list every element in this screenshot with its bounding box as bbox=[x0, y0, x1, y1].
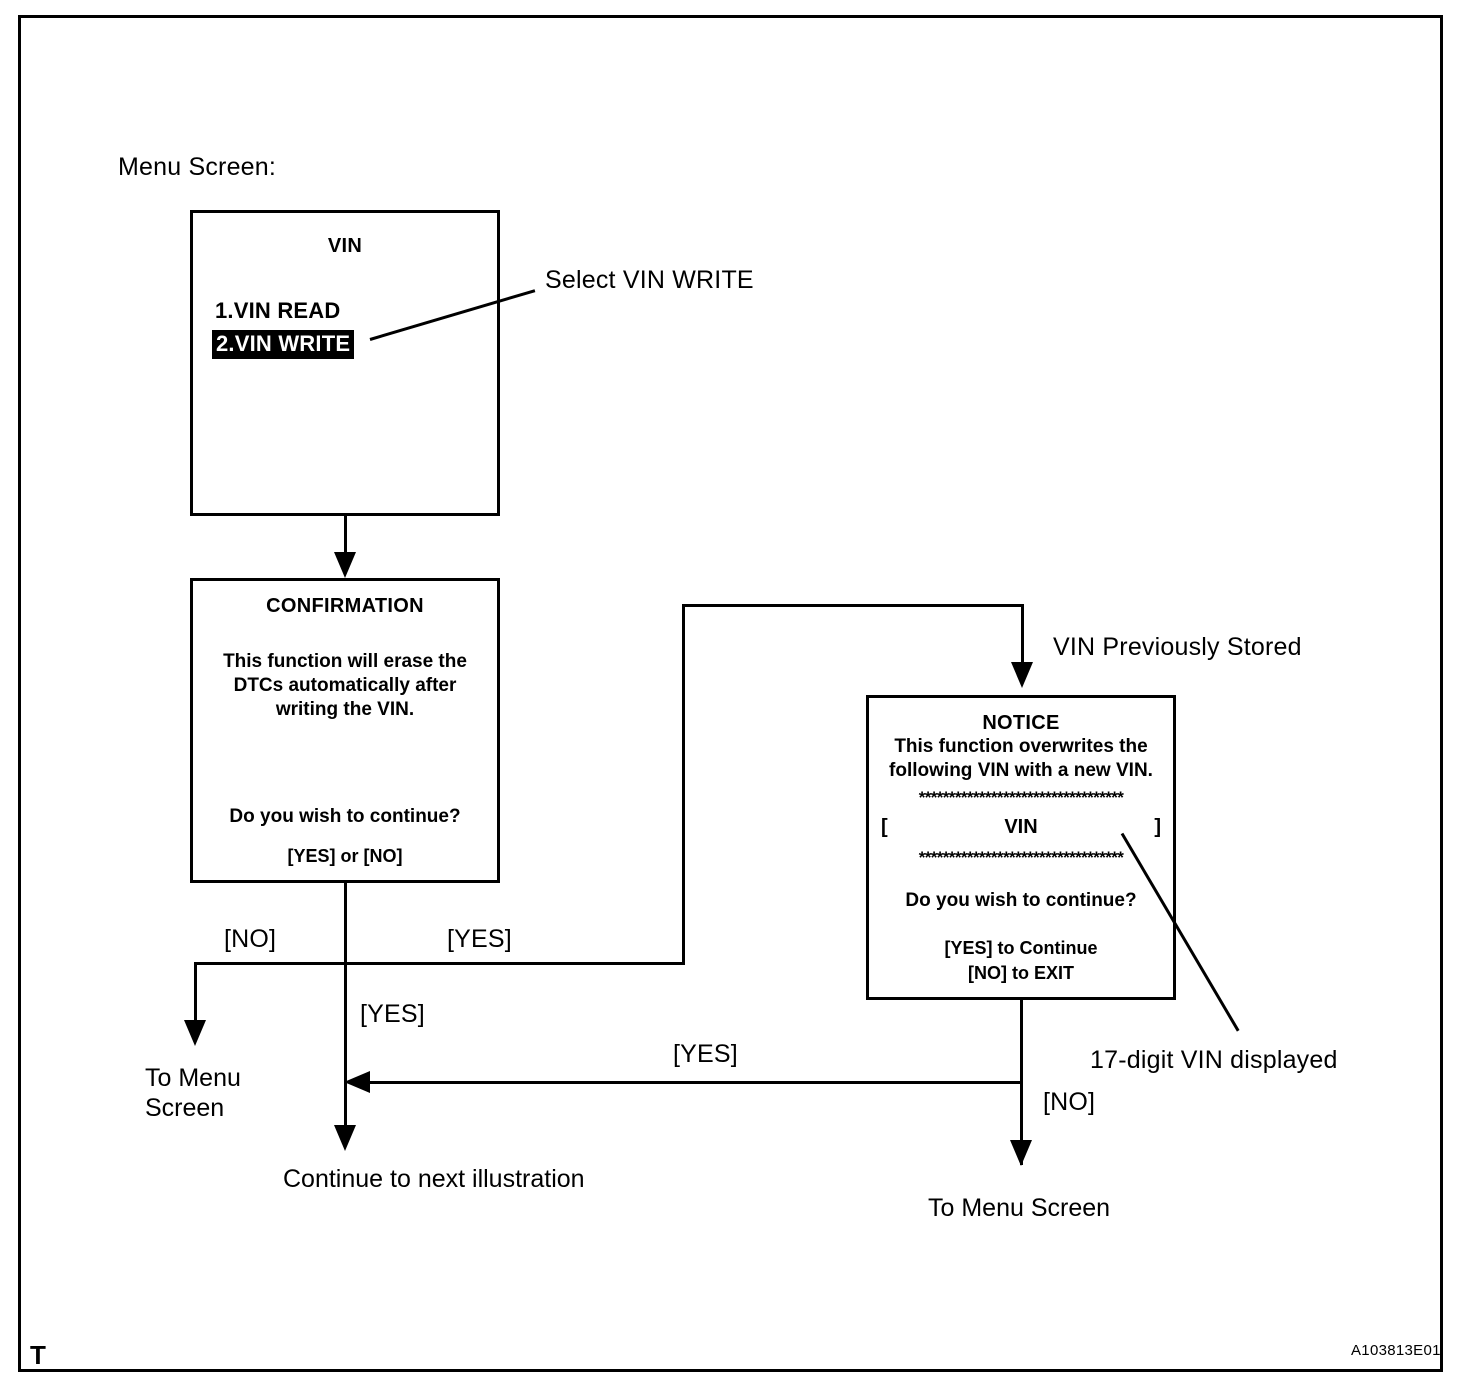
screen-confirmation: CONFIRMATION This function will erase th… bbox=[190, 578, 500, 883]
arrowhead-no-to-menu bbox=[184, 1020, 206, 1046]
figure-code: A103813E01 bbox=[1351, 1342, 1441, 1359]
arrowhead-yes-to-continue bbox=[334, 1125, 356, 1151]
annotation-17-digit-vin: 17-digit VIN displayed bbox=[1090, 1046, 1338, 1074]
confirmation-body-line-3: writing the VIN. bbox=[275, 699, 415, 720]
terminator-to-menu-screen-left-line2: Screen bbox=[145, 1094, 225, 1122]
confirmation-body-line-1: This function will erase the bbox=[223, 651, 467, 672]
branch-label-confirm-yes-right: [YES] bbox=[447, 925, 512, 953]
vin-field-left-bracket: [ bbox=[881, 816, 888, 838]
arrowhead-notice-yes bbox=[344, 1071, 370, 1093]
branch-label-notice-no: [NO] bbox=[1043, 1088, 1096, 1116]
terminator-to-menu-screen-right: To Menu Screen bbox=[928, 1194, 1111, 1222]
notice-title: NOTICE bbox=[982, 712, 1060, 734]
connector-into-notice bbox=[1021, 604, 1024, 666]
connector-yes-top-run bbox=[682, 604, 1024, 607]
notice-vin-field: [ VIN ] bbox=[869, 816, 1173, 839]
notice-question: Do you wish to continue? bbox=[905, 890, 1137, 911]
branch-label-notice-yes: [YES] bbox=[673, 1040, 738, 1068]
arrowhead-notice-no bbox=[1010, 1140, 1032, 1166]
notice-separator-bottom: ********************************** bbox=[918, 848, 1124, 867]
connector-yes-to-continue bbox=[344, 962, 347, 1137]
corner-mark-t: T bbox=[30, 1340, 46, 1370]
connector-no-to-menu bbox=[194, 962, 197, 1024]
vin-menu-title: VIN bbox=[327, 235, 363, 257]
connector-confirmation-split-bar bbox=[194, 962, 685, 965]
connector-confirmation-stem bbox=[344, 883, 347, 965]
screen-notice: NOTICE This function overwrites the foll… bbox=[866, 695, 1176, 1000]
page-border bbox=[18, 15, 1443, 1372]
vin-field-right-bracket: ] bbox=[1154, 816, 1161, 838]
annotation-vin-previously-stored: VIN Previously Stored bbox=[1053, 633, 1302, 661]
terminator-continue-next-illustration: Continue to next illustration bbox=[283, 1165, 585, 1193]
connector-yes-riser bbox=[682, 604, 685, 964]
annotation-select-vin-write: Select VIN WRITE bbox=[545, 266, 754, 294]
confirmation-title: CONFIRMATION bbox=[266, 595, 424, 617]
confirmation-answers: [YES] or [NO] bbox=[287, 846, 403, 866]
screen-vin-menu: VIN 1.VIN READ 2.VIN WRITE bbox=[190, 210, 500, 516]
notice-separator-top: ********************************** bbox=[918, 788, 1124, 807]
vin-field-value: VIN bbox=[1004, 816, 1038, 838]
connector-vin-to-confirmation bbox=[344, 516, 347, 558]
menu-item-vin-write[interactable]: 2.VIN WRITE bbox=[212, 330, 355, 359]
confirmation-question: Do you wish to continue? bbox=[229, 806, 461, 827]
arrowhead-into-notice bbox=[1011, 662, 1033, 688]
notice-body-line-2: following VIN with a new VIN. bbox=[889, 760, 1153, 781]
menu-item-vin-read[interactable]: 1.VIN READ bbox=[215, 298, 341, 323]
arrowhead-vin-to-confirmation bbox=[334, 552, 356, 578]
notice-answer-yes: [YES] to Continue bbox=[944, 938, 1098, 958]
notice-body-line-1: This function overwrites the bbox=[894, 736, 1148, 757]
notice-answer-no: [NO] to EXIT bbox=[968, 963, 1074, 983]
terminator-to-menu-screen-left-line1: To Menu bbox=[145, 1064, 241, 1092]
connector-notice-yes-run bbox=[362, 1081, 1022, 1084]
confirmation-body-line-2: DTCs automatically after bbox=[233, 675, 457, 696]
branch-label-confirm-yes-down: [YES] bbox=[360, 1000, 425, 1028]
page-title: Menu Screen: bbox=[118, 153, 277, 181]
branch-label-confirm-no: [NO] bbox=[224, 925, 277, 953]
